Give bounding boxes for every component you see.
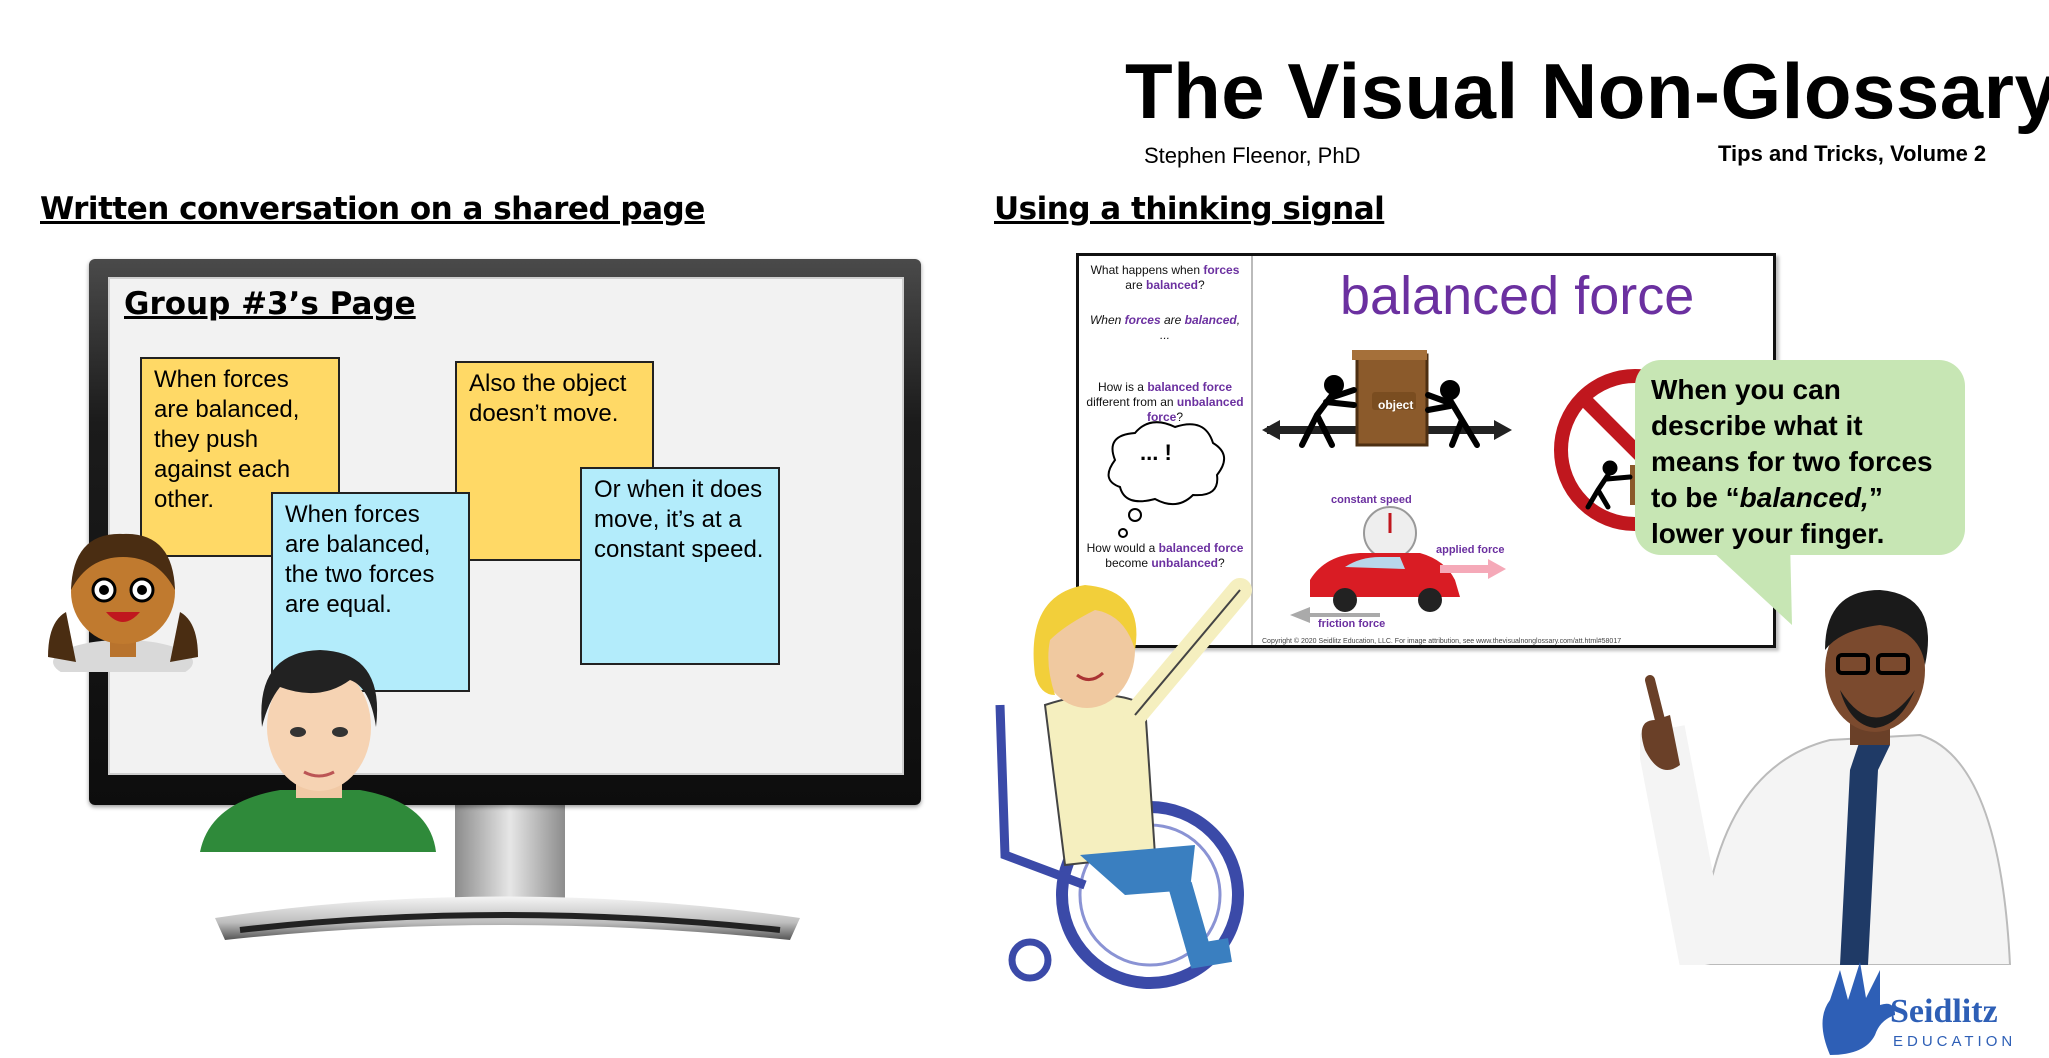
student-wheelchair-illustration <box>995 578 1252 989</box>
section-title-shared-page: Written conversation on a shared page <box>40 191 705 227</box>
slide-copyright: Copyright © 2020 Seidlitz Education, LLC… <box>1262 638 1622 645</box>
slide-divider <box>1251 256 1253 645</box>
seidlitz-hand-logo <box>1822 962 1895 1055</box>
speech-bubble: When you can describe what it means for … <box>1635 360 1965 555</box>
slide-sentence-stem: When forces are balanced, ... <box>1089 313 1241 342</box>
balanced-push-illustration <box>1262 350 1512 448</box>
sticky-note: When forces are balanced, they push agai… <box>140 357 340 557</box>
page-title: The Visual Non-Glossary <box>1125 47 2049 135</box>
screen-title: Group #3’s Page <box>124 286 416 322</box>
moving-car-illustration <box>1290 506 1506 623</box>
monitor-stand <box>215 790 800 940</box>
sticky-note: Or when it does move, it’s at a constant… <box>580 467 780 665</box>
section-title-thinking-signal: Using a thinking signal <box>994 191 1385 227</box>
author-name: Stephen Fleenor, PhD <box>1144 143 1361 168</box>
thought-bubble <box>1107 421 1225 538</box>
slide-question: How would a balanced force become unbala… <box>1086 541 1244 570</box>
thought-text: ... ! <box>1140 440 1172 465</box>
speech-bubble-tail <box>1700 540 1792 625</box>
volume-label: Tips and Tricks, Volume 2 <box>1718 141 1987 166</box>
seidlitz-logo-text: Seidlitz <box>1890 993 1998 1030</box>
applied-force-label: applied force <box>1436 544 1505 556</box>
teacher-illustration <box>1640 590 2012 965</box>
student-boy-avatar <box>200 650 436 852</box>
slide-vocab-word: balanced force <box>1340 266 1695 326</box>
slide-question: What happens when forces are balanced? <box>1090 263 1240 292</box>
student-girl-avatar <box>48 533 198 672</box>
seidlitz-logo-subtext: EDUCATION <box>1893 1033 2017 1050</box>
friction-force-label: friction force <box>1318 618 1386 630</box>
crate-label: object <box>1378 398 1414 412</box>
constant-speed-label: constant speed <box>1331 494 1412 506</box>
slide-question: How is a balanced force different from a… <box>1086 380 1244 424</box>
